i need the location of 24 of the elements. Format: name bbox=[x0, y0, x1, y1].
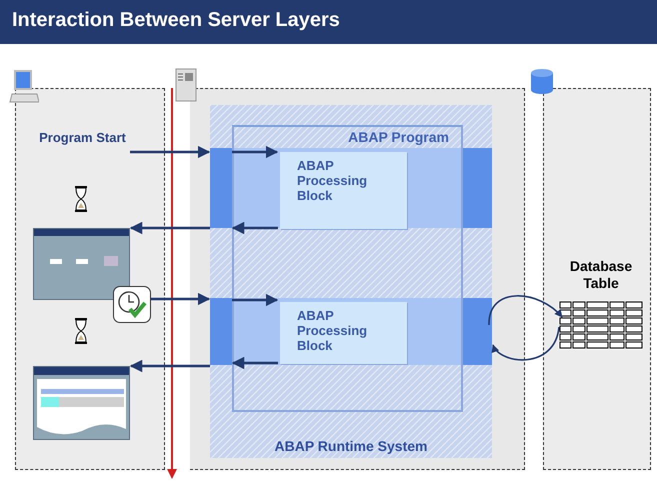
block-label: ABAP Processing Block bbox=[297, 158, 368, 203]
runtime-system-box bbox=[210, 105, 492, 458]
arrow bbox=[151, 292, 210, 306]
start-label: Program Start bbox=[38, 130, 127, 146]
layer-label: ABAP Program bbox=[348, 129, 449, 145]
title: Interaction Between Server Layers bbox=[12, 9, 340, 32]
processing-block bbox=[280, 302, 407, 364]
arrow bbox=[492, 326, 560, 361]
arrow bbox=[232, 294, 278, 306]
screen-drawing bbox=[33, 228, 130, 300]
arrow bbox=[130, 360, 210, 372]
arrow bbox=[232, 222, 278, 234]
block-label: ABAP Processing Block bbox=[297, 308, 368, 353]
clock-check-icon bbox=[113, 286, 151, 323]
arrow bbox=[130, 222, 210, 234]
arrow bbox=[130, 146, 210, 158]
layer-label: ABAP Runtime System bbox=[273, 438, 428, 454]
list-screen-drawing bbox=[33, 366, 130, 440]
table-label: Database Table bbox=[568, 258, 634, 292]
arrow bbox=[488, 295, 563, 326]
arrow bbox=[232, 356, 278, 370]
program-box bbox=[232, 125, 463, 412]
arrow bbox=[232, 146, 278, 158]
processing-block bbox=[280, 152, 407, 229]
